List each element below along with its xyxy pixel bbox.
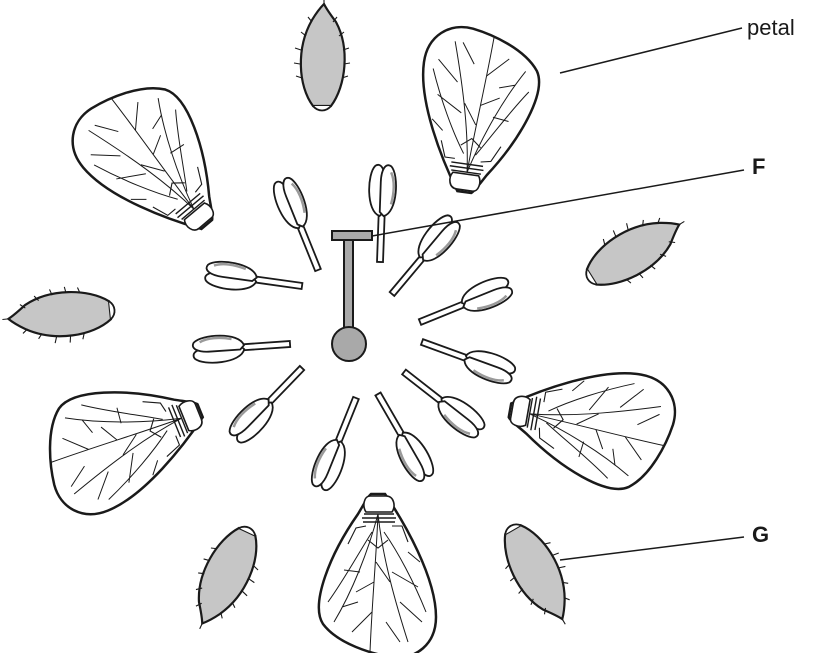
label-f: F xyxy=(752,154,765,179)
pistil xyxy=(332,231,372,361)
sepal-bottom-right xyxy=(487,512,592,637)
petal-bottom xyxy=(319,494,436,653)
stamen xyxy=(204,259,304,299)
sepal-top xyxy=(294,0,350,111)
petal-right xyxy=(500,353,681,497)
petal-label-line xyxy=(560,28,742,73)
stamen xyxy=(225,359,312,447)
stamen xyxy=(367,165,397,263)
stamen xyxy=(366,387,438,484)
stamen xyxy=(415,273,515,334)
stamen xyxy=(417,329,517,387)
g-label-line xyxy=(560,537,744,560)
sepal-bottom-left xyxy=(176,516,274,642)
label-g: G xyxy=(752,522,769,547)
stamen xyxy=(382,211,465,303)
f-label-line xyxy=(372,170,744,236)
petal-top-right xyxy=(407,22,546,200)
petal-label: petal xyxy=(747,15,795,40)
stamen xyxy=(307,393,368,493)
petal-top-left xyxy=(57,61,252,261)
sepal-left xyxy=(0,282,117,349)
stamen xyxy=(269,175,330,275)
stamen xyxy=(192,331,291,365)
petal-left xyxy=(27,356,222,526)
sepal-right xyxy=(573,196,698,303)
